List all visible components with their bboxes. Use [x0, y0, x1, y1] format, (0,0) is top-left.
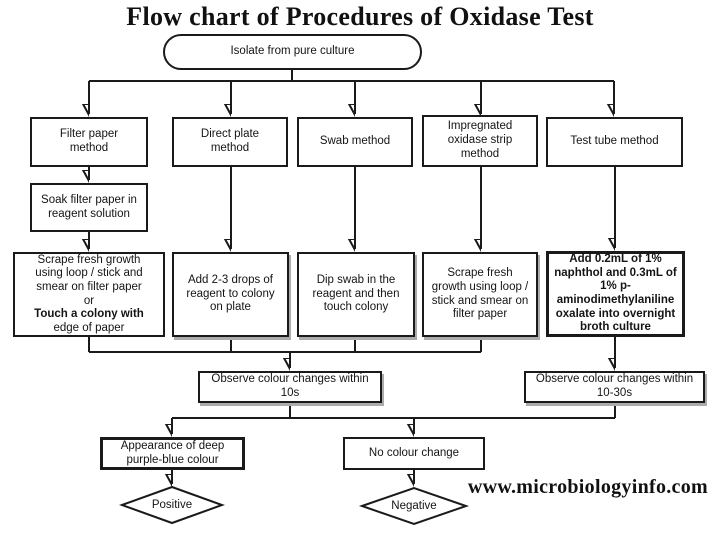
swab-method-node: Swab method: [297, 117, 413, 167]
filter-paper-method-node: Filter paper method: [30, 117, 148, 167]
scrape-filter-paper-node: Scrape fresh growth using loop / stick a…: [13, 252, 165, 337]
dip-swab-node: Dip swab in the reagent and then touch c…: [297, 252, 415, 337]
or-text: or: [83, 294, 95, 307]
direct-plate-method-node: Direct plate method: [172, 117, 288, 167]
soak-filter-paper-node: Soak filter paper in reagent solution: [30, 183, 148, 232]
touch-colony-text: Touch a colony with: [34, 308, 144, 321]
observe-10s-node: Observe colour changes within 10s: [198, 371, 382, 403]
observe-10-30s-node: Observe colour changes within 10-30s: [524, 371, 705, 403]
watermark: www.microbiologyinfo.com: [467, 476, 708, 498]
appearance-node: Appearance of deep purple-blue colour: [100, 437, 245, 470]
scrape-strip-node: Scrape fresh growth using loop / stick a…: [422, 252, 538, 337]
start-node: Isolate from pure culture: [163, 34, 422, 70]
add-drops-node: Add 2-3 drops of reagent to colony on pl…: [172, 252, 289, 337]
page-title: Flow chart of Procedures of Oxidase Test: [126, 2, 594, 31]
positive-label: Positive: [151, 499, 193, 511]
test-tube-method-node: Test tube method: [546, 117, 683, 167]
scrape-filter-text: Scrape fresh growth using loop / stick a…: [35, 253, 143, 293]
oxidase-strip-method-node: Impregnated oxidase strip method: [422, 115, 538, 167]
negative-label: Negative: [391, 500, 437, 512]
flow-arrows: [89, 70, 616, 484]
positive-diamond-shape: [119, 485, 225, 525]
no-colour-change-node: No colour change: [343, 437, 485, 470]
negative-diamond-shape: [358, 486, 470, 526]
edge-paper-text: edge of paper: [53, 321, 125, 334]
test-tube-detail-node: Add 0.2mL of 1% naphthol and 0.3mL of 1%…: [546, 251, 685, 337]
